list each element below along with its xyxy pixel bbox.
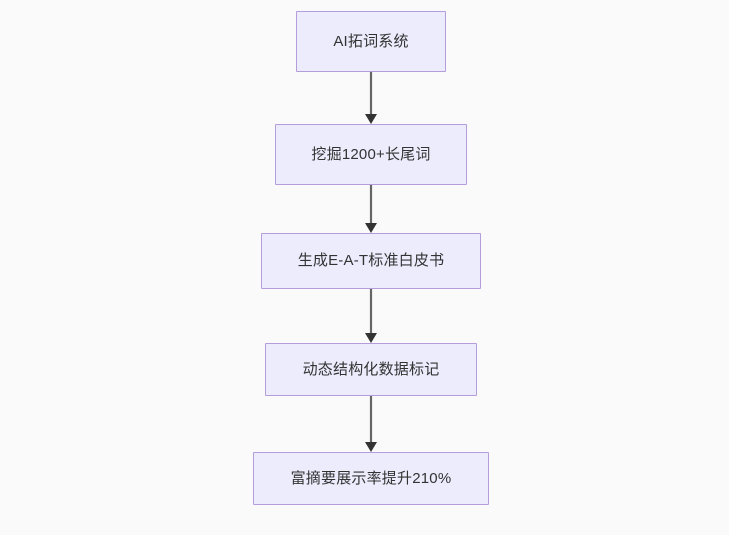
node-label: 挖掘1200+长尾词 [311, 145, 431, 163]
edge-n4-n5 [365, 396, 377, 452]
edge-n1-n2 [365, 72, 377, 124]
node-label: 富摘要展示率提升210% [290, 469, 452, 487]
flowchart-node-generate-eat-whitepaper[interactable]: 生成E-A-T标准白皮书 [261, 233, 481, 289]
node-label: 生成E-A-T标准白皮书 [297, 252, 445, 269]
flowchart-node-mine-longtail-keywords[interactable]: 挖掘1200+长尾词 [275, 124, 467, 185]
flowchart-node-dynamic-structured-data-markup[interactable]: 动态结构化数据标记 [265, 343, 477, 396]
edge-n2-n3 [365, 185, 377, 233]
node-label: AI拓词系统 [333, 32, 409, 50]
flowchart-node-rich-snippet-impression-lift[interactable]: 富摘要展示率提升210% [253, 452, 489, 505]
node-label: 动态结构化数据标记 [302, 360, 440, 378]
edge-n3-n4 [365, 289, 377, 343]
flowchart-node-ai-keyword-system[interactable]: AI拓词系统 [296, 11, 446, 72]
